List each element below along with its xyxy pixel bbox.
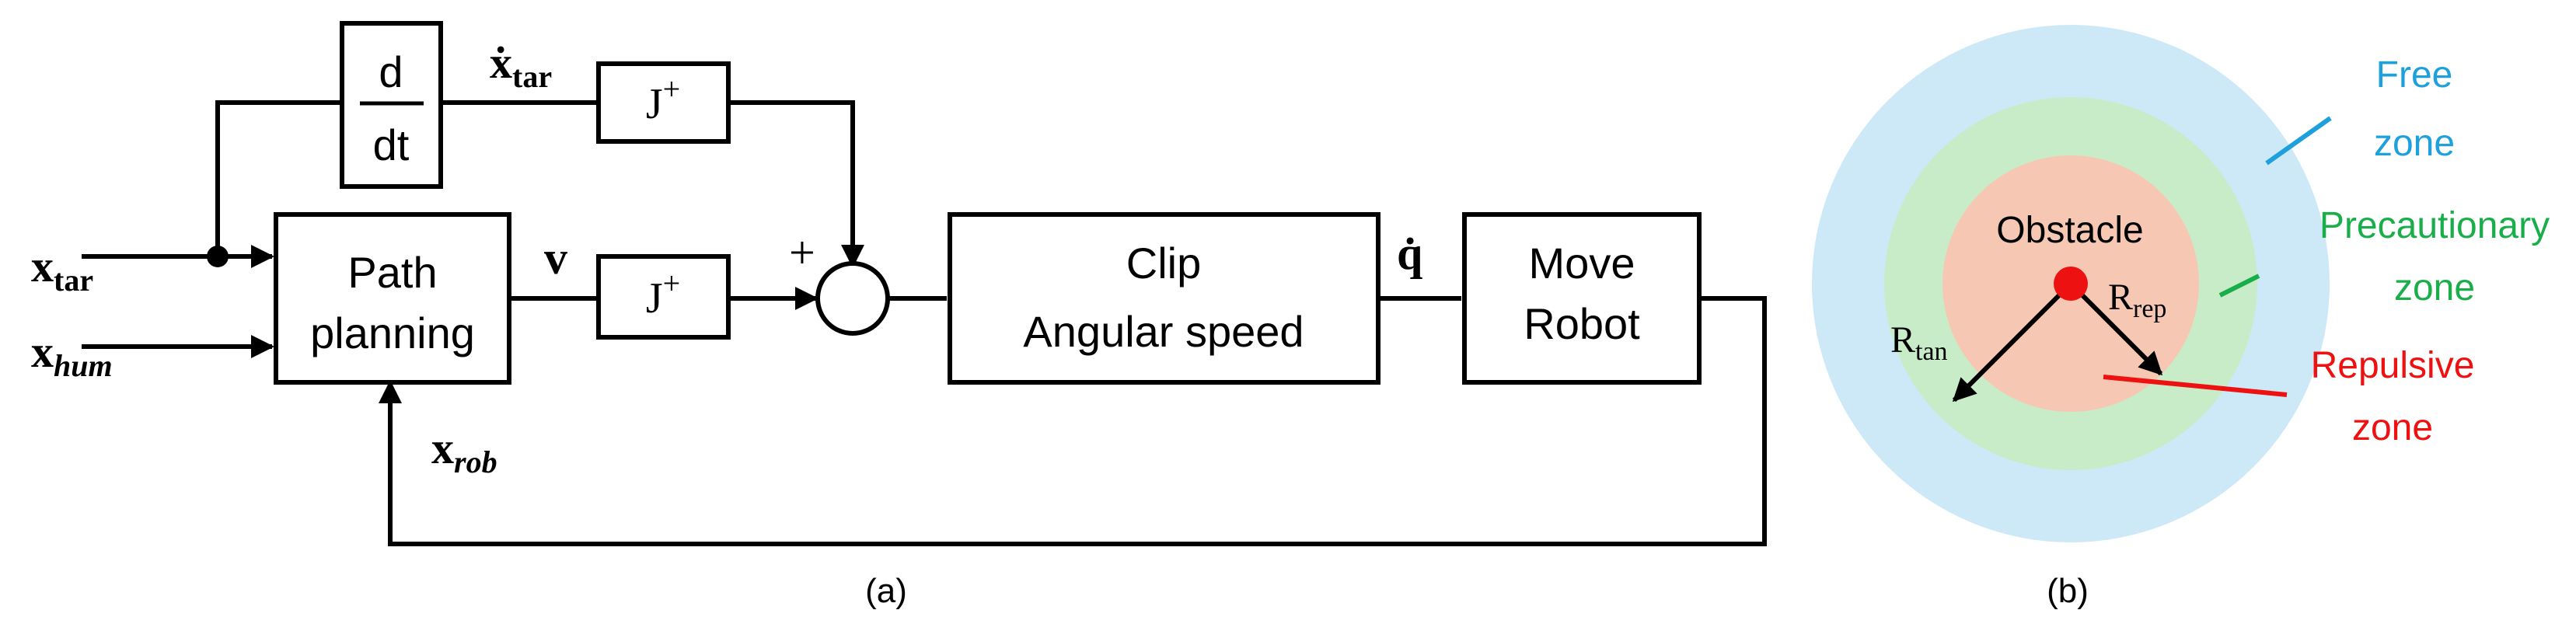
path-planning-block: Path planning (274, 212, 511, 385)
block-diagram-a: + d dt J+ Path planning J+ (31, 21, 1767, 610)
obstacle-dot (2054, 267, 2088, 301)
sum-plus-sign: + (789, 227, 815, 278)
r-rep-arrow (2068, 281, 2163, 376)
r-rep-label: Rrep (2108, 277, 2166, 323)
jacobian-pinv-top-block: J+ (596, 61, 731, 144)
svg-text:J+: J+ (646, 266, 680, 322)
jplus-mid-base: J (646, 274, 663, 322)
clip-line2: Angular speed (1023, 307, 1304, 356)
free-zone-label-line1: Free (2376, 54, 2453, 96)
repulsive-zone-label-line1: Repulsive (2311, 345, 2475, 386)
derivative-numerator: d (379, 47, 403, 96)
signal-xdot-tar: ẋtar (490, 37, 552, 94)
signal-wires (82, 100, 1767, 546)
clip-angular-speed-block: Clip Angular speed (948, 212, 1380, 385)
signal-qdot: q̇ (1397, 228, 1422, 279)
path-planning-line1: Path (347, 248, 437, 297)
signal-x-hum: xhum (31, 326, 113, 383)
precautionary-zone-label-line1: Precautionary (2319, 205, 2550, 246)
svg-text:J+: J+ (646, 71, 680, 128)
jplus-mid-sup: + (663, 266, 681, 301)
move-robot-block: Move Robot (1462, 212, 1702, 385)
jplus-top-base: J (646, 80, 663, 128)
repulsive-zone-leader (2103, 375, 2288, 397)
summing-junction (815, 261, 890, 336)
signal-x-tar: xtar (31, 241, 93, 298)
wire-feedback-loop (379, 296, 1767, 546)
caption-b: (b) (2047, 572, 2089, 610)
branch-junction-dot (207, 246, 229, 267)
wire-jplus-top-to-sum (728, 100, 864, 268)
precautionary-zone-label-line2: zone (2394, 267, 2475, 309)
r-tan-label: Rtan (1890, 319, 1948, 366)
zone-diagram-b: Obstacle Rtan Rrep Free zone Precautiona… (1812, 25, 2550, 610)
repulsive-zone-label-line2: zone (2352, 407, 2433, 448)
jplus-top-sup: + (663, 71, 681, 106)
free-zone-label-line2: zone (2374, 123, 2455, 164)
jacobian-pinv-mid-block: J+ (596, 254, 731, 340)
derivative-block: d dt (340, 21, 443, 189)
caption-a: (a) (865, 572, 907, 610)
signal-v: v (544, 232, 567, 284)
move-robot-line1: Move (1529, 239, 1635, 288)
wire-branch-to-derivative (215, 100, 342, 256)
obstacle-label: Obstacle (1996, 210, 2143, 251)
derivative-denominator: dt (373, 120, 410, 169)
r-tan-arrow (1952, 281, 2073, 403)
free-zone-leader (2265, 116, 2332, 166)
clip-line1: Clip (1126, 239, 1201, 288)
path-planning-line2: planning (310, 309, 475, 357)
precautionary-zone-leader (2218, 274, 2260, 298)
move-robot-line2: Robot (1524, 299, 1640, 348)
signal-x-rob: xrob (431, 423, 497, 479)
